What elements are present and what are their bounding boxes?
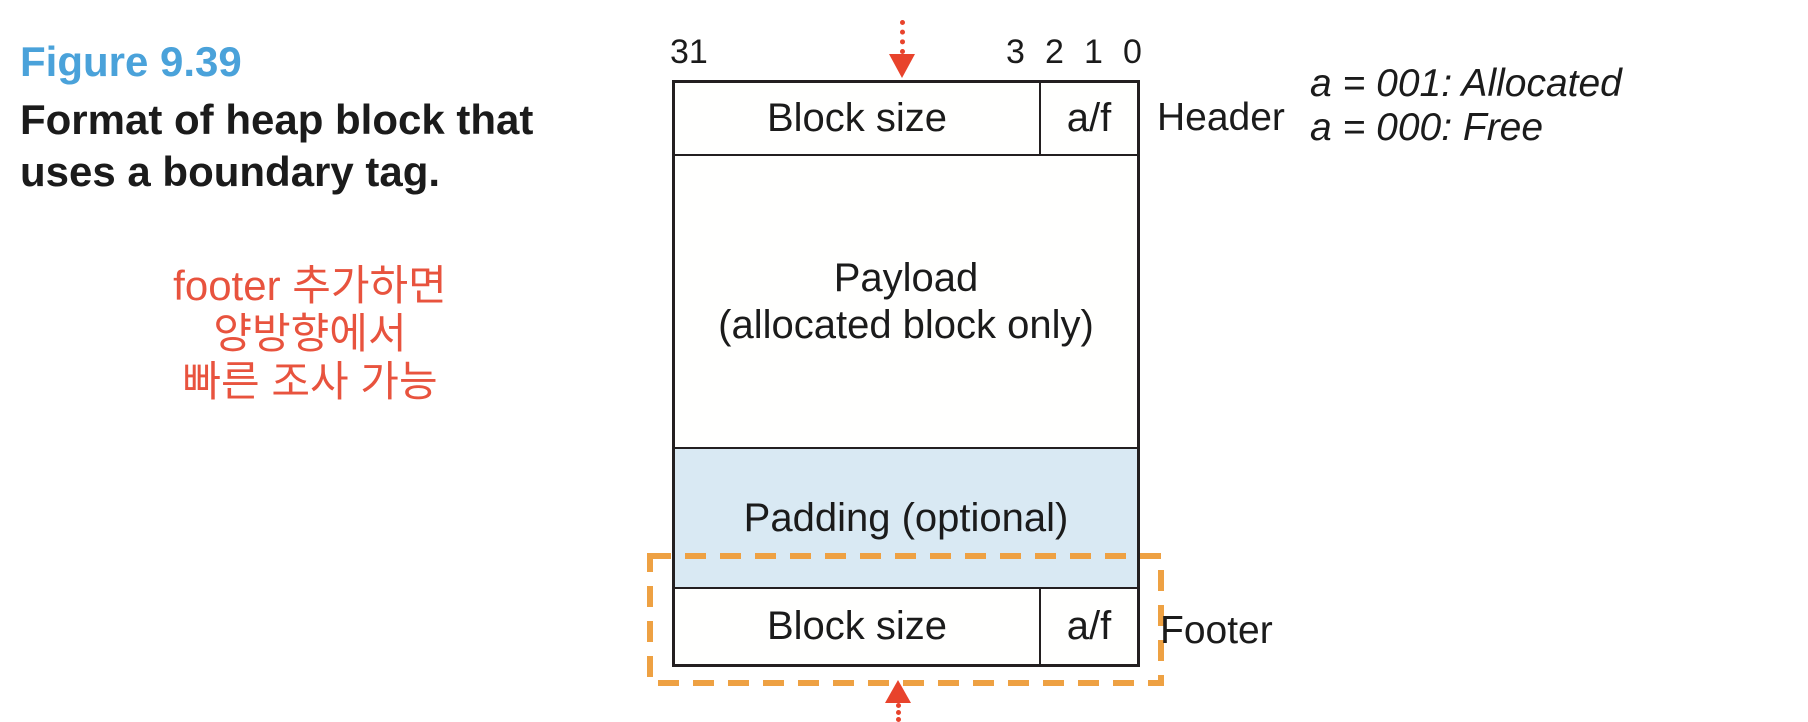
arrow-head-up: [885, 680, 911, 703]
allocation-legend: a = 001: Allocated a = 000: Free: [1310, 62, 1622, 150]
boundary-tag-highlight-box: [647, 553, 1164, 686]
footer-block-size-text: Block size: [766, 604, 948, 648]
header-row: Block size a/f: [675, 83, 1137, 156]
figure-caption: Format of heap block that uses a boundar…: [20, 94, 533, 198]
header-block-size-text: Block size: [766, 96, 948, 140]
heap-block-diagram: Block size a/f Payload (allocated block …: [672, 80, 1140, 667]
legend-free: a = 000: Free: [1310, 106, 1544, 149]
arrow-stem: [895, 703, 901, 722]
padding-cell: Padding (optional): [675, 449, 1137, 589]
padding-text: Padding (optional): [743, 495, 1069, 540]
footer-af-text: a/f: [1066, 604, 1112, 648]
bit-index-2: 2: [1045, 33, 1064, 71]
bit-index-0: 0: [1123, 33, 1142, 71]
header-af-text: a/f: [1066, 96, 1112, 140]
footer-af-cell: a/f: [1039, 589, 1137, 664]
arrow-head-down: [889, 54, 915, 78]
figure-caption-line2: uses a boundary tag.: [20, 148, 441, 195]
payload-text-line1: Payload: [833, 255, 979, 300]
legend-allocated: a = 001: Allocated: [1310, 62, 1622, 105]
figure-caption-line1: Format of heap block that: [20, 96, 534, 143]
header-af-cell: a/f: [1039, 83, 1137, 154]
top-pointer-arrow-icon: [888, 20, 916, 78]
annotation-korean-note: footer 추가하면 양방향에서 빠른 조사 가능: [120, 262, 500, 406]
footer-label: Footer: [1160, 609, 1273, 652]
annotation-line2: 양방향에서: [213, 310, 407, 357]
annotation-line3: 빠른 조사 가능: [182, 358, 438, 405]
footer-block-size-cell: Block size: [675, 589, 1039, 664]
bottom-pointer-arrow-icon: [884, 680, 912, 722]
bit-indices-3-2-1-0: 3 2 1 0: [1006, 33, 1142, 72]
bit-index-3: 3: [1006, 33, 1025, 71]
bit-index-31: 31: [670, 33, 708, 71]
payload-text-line2: (allocated block only): [718, 302, 1094, 347]
header-block-size-cell: Block size: [675, 83, 1039, 154]
header-label: Header: [1157, 96, 1285, 139]
footer-row: Block size a/f: [675, 589, 1137, 664]
annotation-line1: footer 추가하면: [173, 262, 447, 309]
payload-cell: Payload (allocated block only): [675, 156, 1137, 449]
figure-label: Figure 9.39: [20, 38, 242, 85]
bit-index-1: 1: [1084, 33, 1103, 71]
arrow-stem: [899, 20, 905, 54]
